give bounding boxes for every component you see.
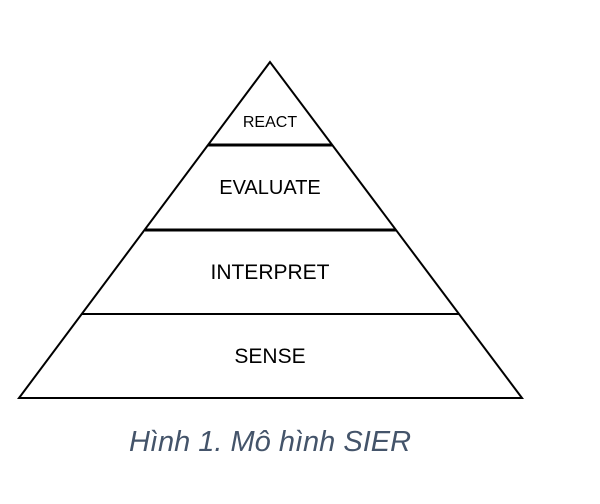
level-label-react: REACT [243, 114, 297, 131]
level-label-interpret: INTERPRET [210, 261, 329, 284]
figure-caption: Hình 1. Mô hình SIER [128, 426, 412, 458]
level-label-sense: SENSE [234, 345, 305, 368]
level-label-evaluate: EVALUATE [219, 177, 321, 199]
